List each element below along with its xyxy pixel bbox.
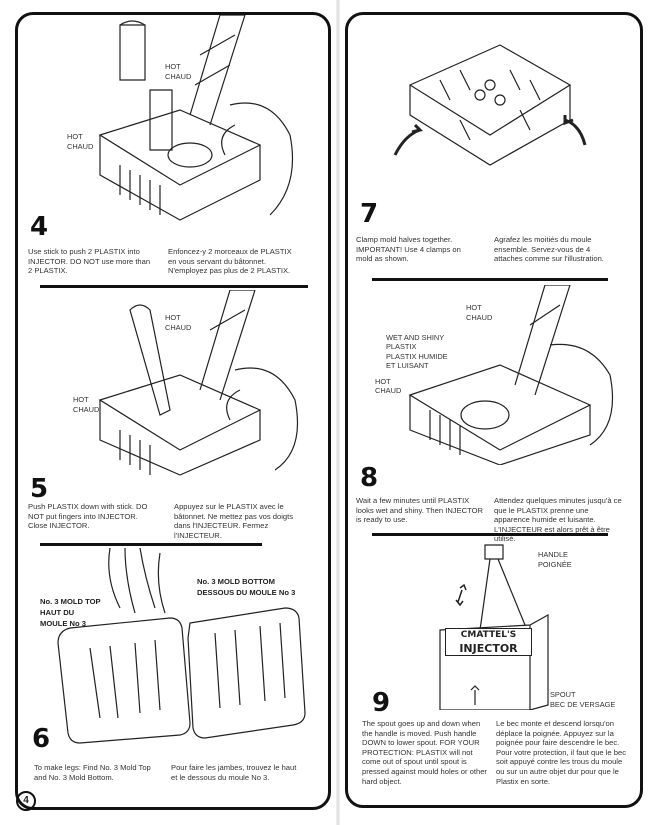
mold-top-label-3: MOULE No 3	[40, 619, 86, 628]
step7-text-fr: Agrafez les moitiés du moule ensemble. S…	[494, 235, 604, 264]
injector-brand-text: CMATTEL'S INJECTOR	[445, 628, 532, 656]
step4-hot-label-2: HOT	[67, 132, 83, 141]
step6-text-fr: Pour faire les jambes, trouvez le haut e…	[171, 763, 297, 782]
step8-chaud-label-2: CHAUD	[375, 386, 402, 395]
brand-line-2: INJECTOR	[459, 642, 518, 655]
step8-hot-label-2: HOT	[375, 377, 391, 386]
step7-illustration	[393, 44, 587, 166]
handle-label-fr: POIGNÉE	[538, 560, 572, 569]
step8-illustration	[408, 285, 613, 465]
step6-illustration	[57, 548, 306, 744]
brand-line-1: CMATTEL'S	[460, 630, 517, 640]
step6-number: 6	[32, 724, 51, 754]
handle-label: HANDLE	[538, 550, 568, 559]
step4-chaud-label-2: CHAUD	[67, 142, 94, 151]
mold-top-label-2: HAUT DU	[40, 608, 75, 617]
step8-text-fr: Attendez quelques minutes jusqu'à ce que…	[494, 496, 622, 544]
wet-shiny-label-3: PLASTIX HUMIDE	[386, 352, 448, 361]
step8-text-en: Wait a few minutes until PLASTIX looks w…	[356, 496, 484, 525]
step5-number: 5	[30, 474, 49, 504]
step7-text-en: Clamp mold halves together. IMPORTANT! U…	[356, 235, 461, 264]
wet-shiny-label-1: WET AND SHINY	[386, 333, 445, 342]
divider	[40, 543, 262, 546]
spout-label: SPOUT	[550, 690, 576, 699]
step4-hot-label-1: HOT	[165, 62, 181, 71]
spout-label-fr: BEC DE VERSAGE	[550, 700, 616, 709]
page-fold	[336, 0, 340, 825]
mold-top-label-1: No. 3 MOLD TOP	[40, 597, 101, 606]
right-page-frame	[345, 12, 643, 808]
step5-illustration	[98, 290, 299, 476]
step5-chaud-label-2: CHAUD	[73, 405, 100, 414]
page-number: 4	[16, 791, 36, 811]
step6-text-en: To make legs: Find No. 3 Mold Top and No…	[34, 763, 151, 782]
divider	[372, 533, 608, 536]
step8-number: 8	[360, 463, 379, 493]
divider	[40, 285, 308, 288]
step4-text-fr: Enfoncez-y 2 morceaux de PLASTIX en vous…	[168, 247, 292, 276]
left-page-frame	[15, 12, 331, 810]
step9-number: 9	[372, 688, 391, 718]
step4-number: 4	[30, 212, 49, 242]
step4-chaud-label-1: CHAUD	[165, 72, 192, 81]
step8-hot-label-1: HOT	[466, 303, 482, 312]
step5-text-fr: Appuyez sur le PLASTIX avec le bâtonnet.…	[174, 502, 294, 540]
wet-shiny-label-2: PLASTIX	[386, 342, 417, 351]
step4-text-en: Use stick to push 2 PLASTIX into INJECTO…	[28, 247, 151, 276]
step9-text-en: The spout goes up and down when the hand…	[362, 719, 487, 786]
mold-bottom-label-1: No. 3 MOLD BOTTOM	[197, 577, 275, 586]
step8-chaud-label-1: CHAUD	[466, 313, 493, 322]
step4-illustration	[98, 15, 294, 221]
step5-chaud-label-1: CHAUD	[165, 323, 192, 332]
divider	[372, 278, 608, 281]
step5-hot-label-1: HOT	[165, 313, 181, 322]
wet-shiny-label-4: ET LUISANT	[386, 361, 429, 370]
step9-text-fr: Le bec monte et descend lorsqu'on déplac…	[496, 719, 627, 786]
mold-bottom-label-2: DESSOUS DU MOULE No 3	[197, 588, 296, 597]
step5-text-en: Push PLASTIX down with stick. DO NOT put…	[28, 502, 148, 531]
step7-number: 7	[360, 199, 379, 229]
step5-hot-label-2: HOT	[73, 395, 89, 404]
